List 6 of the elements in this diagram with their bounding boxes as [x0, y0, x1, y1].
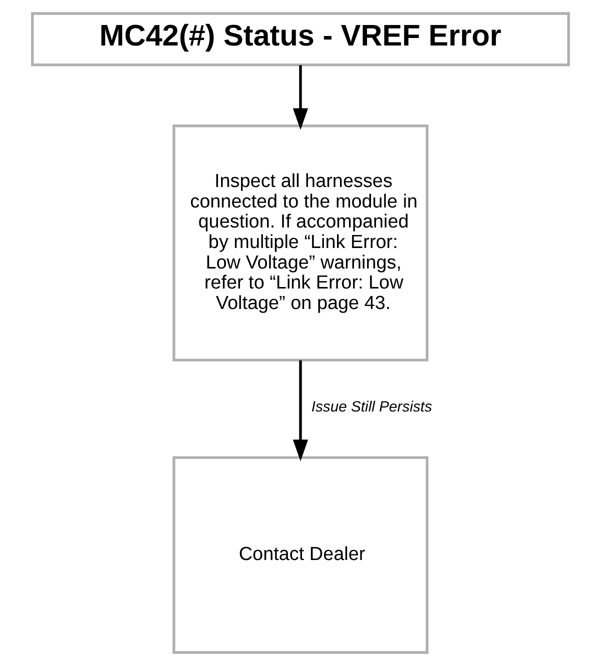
edge-label: Issue Still Persists	[310, 399, 432, 416]
arrow	[292, 65, 308, 130]
node-box: MC42(#) Status - VREF Error	[30, 12, 570, 66]
arrow	[292, 360, 308, 462]
node-box: Inspect all harnesses connected to the module in question. If accompanied by multiple “Link Error: Low Voltage” warnings, refer to “Link Error: Low Voltage” on page 43.	[172, 124, 428, 362]
node-box: Contact Dealer	[172, 456, 428, 654]
